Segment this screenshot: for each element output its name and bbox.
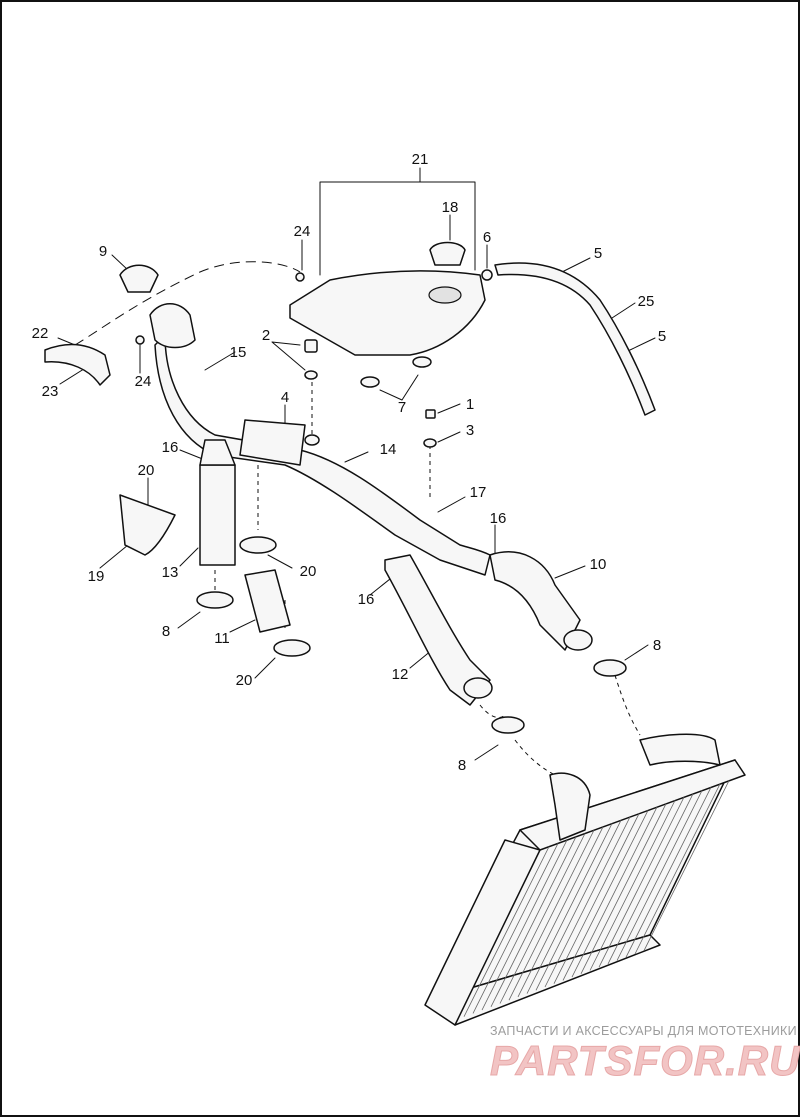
overflow-bottle: [199, 439, 236, 566]
callout-21: 21: [412, 151, 429, 168]
hose-11: [244, 569, 291, 633]
radiator-cap: [119, 264, 159, 293]
callout-5: 5: [594, 245, 602, 262]
radiator: [424, 733, 746, 1026]
callout-8: 8: [653, 637, 661, 654]
callout-17: 17: [470, 484, 487, 501]
hose-23: [44, 343, 111, 386]
callout-20: 20: [300, 563, 317, 580]
funnel: [119, 494, 176, 556]
callout-23: 23: [42, 383, 59, 400]
callout-1: 1: [466, 396, 474, 413]
callout-16: 16: [358, 591, 375, 608]
callout-20: 20: [236, 672, 253, 689]
callout-8: 8: [458, 757, 466, 774]
callout-24: 24: [294, 223, 311, 240]
callout-19: 19: [88, 568, 105, 585]
callout-10: 10: [590, 556, 607, 573]
overflow-hose: [494, 262, 656, 416]
callout-11: 11: [214, 630, 230, 647]
hose-10: [489, 551, 593, 651]
clamps: [196, 536, 627, 734]
hose-12: [384, 554, 493, 706]
callout-5: 5: [658, 328, 666, 345]
callout-22: 22: [32, 325, 49, 342]
callout-9: 9: [99, 243, 107, 260]
callout-15: 15: [230, 344, 247, 361]
callout-18: 18: [442, 199, 459, 216]
coolant-reservoir: [289, 241, 486, 356]
main-pipe: [149, 303, 491, 576]
callout-7: 7: [398, 399, 406, 416]
watermark-brand: PARTSFOR.RU: [490, 1037, 800, 1084]
callout-8: 8: [162, 623, 170, 640]
watermark-subtitle: ЗАПЧАСТИ И АКСЕССУАРЫ ДЛЯ МОТОТЕХНИКИ: [490, 1024, 797, 1038]
callout-12: 12: [392, 666, 409, 683]
watermark: ЗАПЧАСТИ И АКСЕССУАРЫ ДЛЯ МОТОТЕХНИКИ PA…: [490, 1024, 800, 1085]
callout-13: 13: [162, 564, 179, 581]
callout-25: 25: [638, 293, 655, 310]
callout-16: 16: [162, 439, 179, 456]
callout-3: 3: [466, 422, 474, 439]
callout-24: 24: [135, 373, 152, 390]
callout-6: 6: [483, 229, 491, 246]
fasteners: [135, 269, 493, 448]
callout-2: 2: [262, 327, 270, 344]
callout-16: 16: [490, 510, 507, 527]
callout-14: 14: [380, 441, 397, 458]
callout-4: 4: [281, 389, 289, 406]
callout-20: 20: [138, 462, 155, 479]
